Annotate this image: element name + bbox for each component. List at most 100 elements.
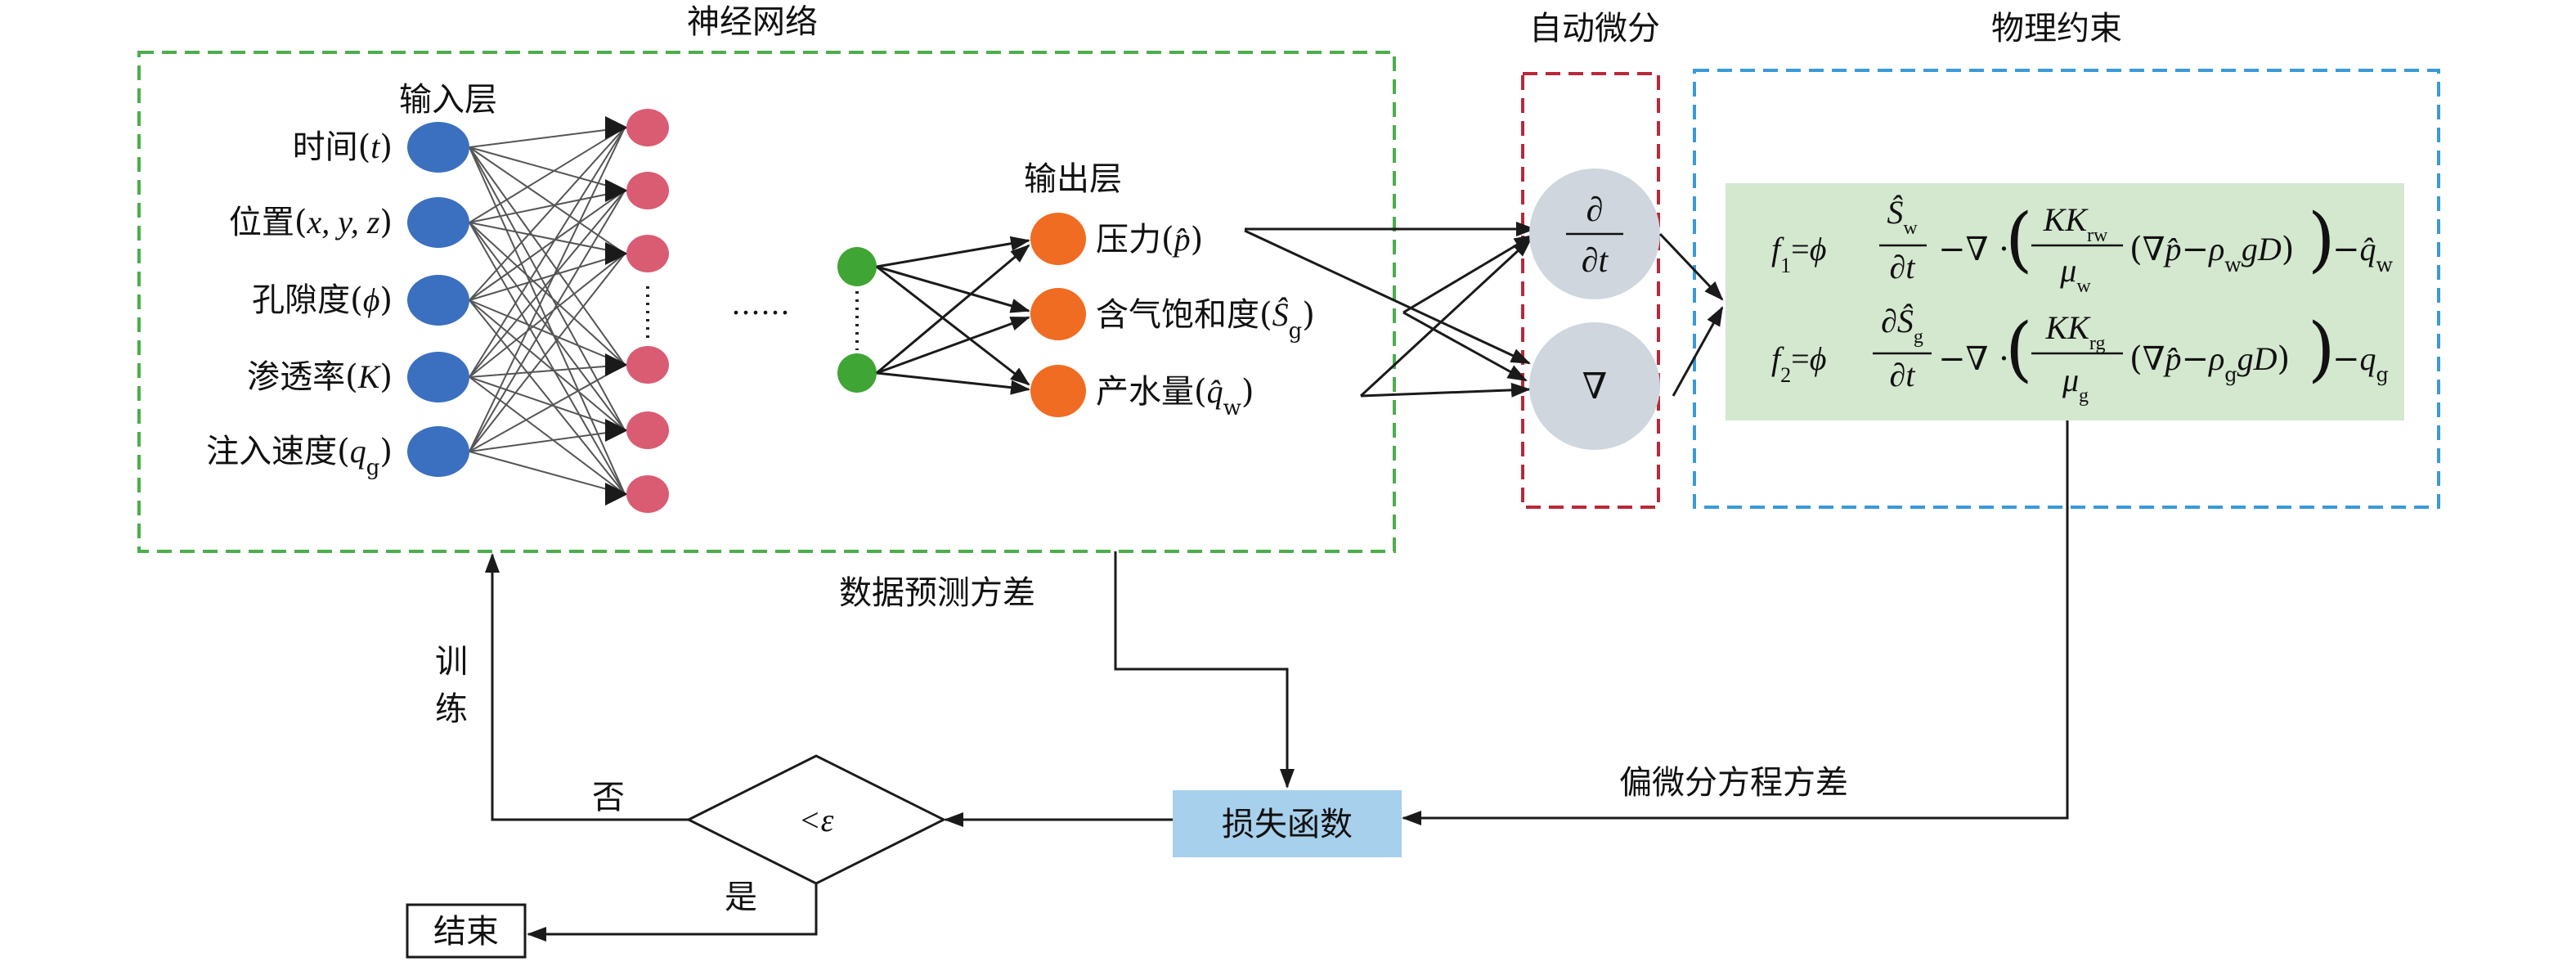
output-label-water-production: 产水量 bbox=[1096, 373, 1194, 411]
hidden-arrowhead bbox=[605, 419, 628, 442]
input-label-porosity: 孔隙度 bbox=[252, 281, 350, 319]
partial-t-operator: ∂ ∂t bbox=[1529, 169, 1660, 299]
svg-text:渗透率(K): 渗透率(K) bbox=[247, 358, 393, 396]
output-var-pressure: p̂ bbox=[1172, 221, 1191, 258]
training-loop-arrow bbox=[485, 553, 689, 821]
pde-variance-arrow bbox=[1402, 420, 2069, 825]
train-label-char-1: 训 bbox=[435, 643, 468, 681]
svg-text:含气饱和度(Ŝg): 含气饱和度(Ŝg) bbox=[1096, 296, 1315, 344]
input-node-injection-rate: 注入速度(qg) bbox=[206, 426, 469, 480]
network-connection bbox=[469, 429, 626, 452]
hidden-arrowhead bbox=[605, 179, 628, 202]
loss-function-box: 损失函数 bbox=[1173, 790, 1402, 857]
end-label: 结束 bbox=[433, 913, 499, 951]
network-connection bbox=[469, 299, 626, 495]
input-sub-injection-rate: g bbox=[366, 456, 380, 480]
input-var-permeability: K bbox=[357, 358, 382, 395]
network-connection bbox=[469, 222, 626, 254]
hidden-arrowhead bbox=[605, 353, 628, 376]
svg-text:−∇ ·: −∇ · bbox=[1938, 340, 2009, 378]
neural-network-box bbox=[137, 51, 1396, 553]
output-node-gas-saturation: 含气饱和度(Ŝg) bbox=[1030, 288, 1315, 344]
nabla-symbol: ∇ bbox=[1582, 366, 1608, 407]
last-hidden-layer bbox=[837, 247, 877, 393]
input-label-position: 位置 bbox=[229, 204, 294, 241]
svg-text:): ) bbox=[2308, 308, 2336, 390]
auto-diff-title: 自动微分 bbox=[1529, 10, 1660, 47]
network-connection bbox=[469, 451, 626, 495]
svg-text:产水量(q̂w): 产水量(q̂w) bbox=[1096, 373, 1254, 420]
svg-text:时间(t): 时间(t) bbox=[293, 128, 393, 166]
auto-diff-box bbox=[1521, 72, 1660, 509]
condition-label: <ε bbox=[799, 802, 834, 838]
network-connection bbox=[469, 190, 626, 378]
svg-text:注入速度(qg): 注入速度(qg) bbox=[206, 433, 393, 480]
network-connections bbox=[469, 127, 626, 495]
output-node-pressure: 压力(p̂) bbox=[1030, 213, 1203, 265]
network-connection bbox=[469, 222, 626, 431]
layer-ellipsis: …… bbox=[731, 288, 790, 321]
svg-text:∂t: ∂t bbox=[1890, 357, 1916, 393]
network-connection bbox=[469, 253, 626, 378]
input-label-injection-rate: 注入速度 bbox=[206, 433, 337, 470]
input-node-permeability: 渗透率(K) bbox=[247, 352, 469, 402]
input-label-permeability: 渗透率 bbox=[247, 358, 345, 396]
autodiff-connections bbox=[1244, 222, 1536, 398]
network-connection bbox=[469, 127, 626, 148]
hidden-arrowhead bbox=[605, 483, 628, 506]
input-var-time: t bbox=[370, 128, 380, 165]
loss-function-label: 损失函数 bbox=[1222, 806, 1353, 843]
neural-network-title: 神经网络 bbox=[687, 3, 818, 41]
output-sub-gas-saturation: g bbox=[1289, 319, 1303, 344]
no-label: 否 bbox=[592, 779, 625, 816]
end-box: 结束 bbox=[406, 903, 527, 959]
network-connection bbox=[469, 376, 626, 495]
output-var-water-production: q̂ bbox=[1207, 373, 1223, 410]
svg-text:(: ( bbox=[2005, 199, 2033, 281]
physics-title: 物理约束 bbox=[1991, 10, 2122, 47]
network-connection bbox=[469, 253, 626, 452]
yes-label: 是 bbox=[725, 879, 757, 916]
hidden-arrowheads bbox=[605, 116, 628, 506]
input-label-time: 时间 bbox=[293, 128, 358, 166]
svg-text:∂t: ∂t bbox=[1890, 249, 1916, 285]
hidden-arrowhead bbox=[605, 242, 628, 265]
nabla-operator: ∇ bbox=[1529, 322, 1660, 450]
network-connection bbox=[469, 146, 626, 366]
network-connection bbox=[469, 299, 626, 431]
physics-box bbox=[1693, 69, 2440, 509]
equation-panel bbox=[1726, 183, 2404, 420]
train-label-char-2: 练 bbox=[435, 690, 468, 728]
hidden-arrowhead bbox=[605, 116, 628, 139]
svg-text:(: ( bbox=[2005, 308, 2033, 390]
network-connection bbox=[469, 127, 626, 301]
input-var-injection-rate: q bbox=[350, 433, 366, 470]
network-connection bbox=[469, 364, 626, 452]
output-node-water-production: 产水量(q̂w) bbox=[1030, 365, 1254, 420]
pde-variance-label: 偏微分方程方差 bbox=[1619, 764, 1848, 802]
svg-text:∂: ∂ bbox=[1586, 191, 1604, 229]
physics-connections bbox=[1658, 232, 1724, 397]
hidden-layer bbox=[626, 109, 669, 513]
output-label-gas-saturation: 含气饱和度 bbox=[1096, 296, 1259, 334]
svg-text:压力(p̂): 压力(p̂) bbox=[1096, 221, 1203, 258]
network-connection bbox=[469, 190, 626, 301]
svg-text:位置(x, y, z): 位置(x, y, z) bbox=[229, 204, 393, 241]
equation-f2: f2=ϕ ∂Ŝg ∂t −∇ · ( KKrg μg (∇p̂−ρggD) ) … bbox=[1771, 303, 2389, 407]
svg-text:): ) bbox=[2308, 199, 2336, 281]
network-connection bbox=[469, 127, 626, 378]
output-label-pressure: 压力 bbox=[1096, 221, 1161, 258]
output-var-gas-saturation: Ŝ bbox=[1272, 296, 1289, 333]
input-node-time: 时间(t) bbox=[293, 122, 469, 173]
network-connection bbox=[469, 364, 626, 378]
network-connection bbox=[469, 146, 626, 254]
convergence-decision: <ε bbox=[685, 754, 947, 885]
output-sub-water-production: w bbox=[1223, 396, 1241, 420]
network-connection bbox=[469, 253, 626, 301]
network-connection bbox=[469, 222, 626, 495]
network-connection bbox=[469, 222, 626, 366]
input-node-porosity: 孔隙度(ϕ) bbox=[252, 275, 469, 326]
network-connection bbox=[469, 190, 626, 223]
input-var-position: x, y, z bbox=[307, 204, 380, 240]
